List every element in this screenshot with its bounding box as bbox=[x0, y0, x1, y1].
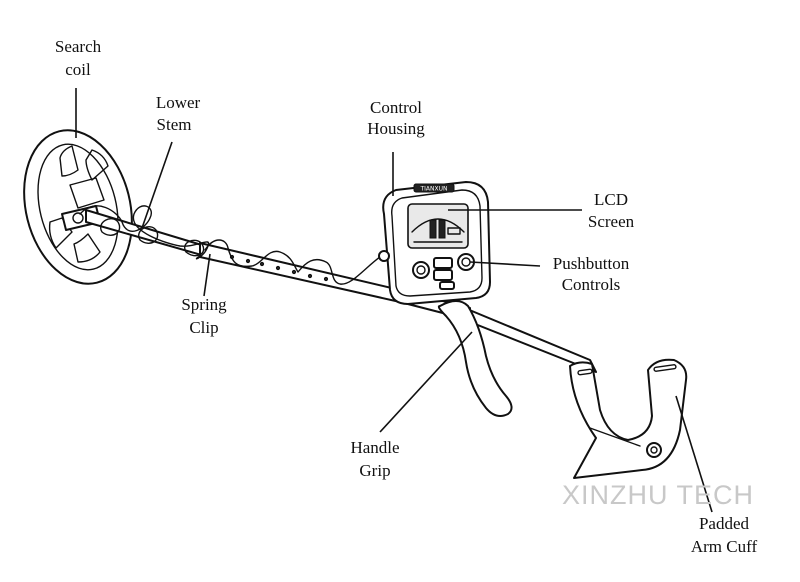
label-padded-arm-cuff-line2: Arm Cuff bbox=[691, 537, 758, 556]
label-search-coil-line2: coil bbox=[65, 60, 91, 79]
label-lower-stem-line1: Lower bbox=[156, 93, 201, 112]
label-handle-grip: Handle Grip bbox=[350, 438, 399, 480]
label-padded-arm-cuff-line1: Padded bbox=[699, 514, 750, 533]
watermark: XINZHU TECH bbox=[562, 480, 754, 510]
search-coil bbox=[9, 119, 148, 296]
label-spring-clip-line2: Clip bbox=[189, 318, 218, 337]
label-lcd-screen-line2: Screen bbox=[588, 212, 635, 231]
label-pushbutton-controls: Pushbutton Controls bbox=[553, 254, 630, 294]
label-pushbutton-controls-line1: Pushbutton bbox=[553, 254, 630, 273]
label-handle-grip-line1: Handle bbox=[350, 438, 399, 457]
leader-handle-grip bbox=[380, 332, 472, 432]
label-lower-stem: Lower Stem bbox=[156, 93, 201, 134]
label-spring-clip-line1: Spring bbox=[181, 295, 227, 314]
control-housing: TIANXUN bbox=[379, 182, 490, 304]
label-control-housing: Control Housing bbox=[367, 98, 425, 138]
label-pushbutton-controls-line2: Controls bbox=[562, 275, 621, 294]
label-search-coil-line1: Search bbox=[55, 37, 102, 56]
shaft bbox=[86, 210, 596, 372]
label-handle-grip-line2: Grip bbox=[359, 461, 390, 480]
label-lower-stem-line2: Stem bbox=[157, 115, 192, 134]
leader-lower-stem bbox=[142, 142, 172, 228]
padded-arm-cuff bbox=[570, 360, 686, 478]
device-badge-text: TIANXUN bbox=[419, 186, 447, 193]
leader-spring-clip bbox=[204, 254, 210, 296]
label-search-coil: Search coil bbox=[55, 37, 102, 79]
label-lcd-screen: LCD Screen bbox=[588, 190, 635, 231]
handle-grip bbox=[439, 301, 512, 416]
label-control-housing-line1: Control bbox=[370, 98, 422, 117]
label-spring-clip: Spring Clip bbox=[181, 295, 227, 337]
label-control-housing-line2: Housing bbox=[367, 119, 425, 138]
label-lcd-screen-line1: LCD bbox=[594, 190, 628, 209]
label-padded-arm-cuff: Padded Arm Cuff bbox=[691, 514, 758, 556]
